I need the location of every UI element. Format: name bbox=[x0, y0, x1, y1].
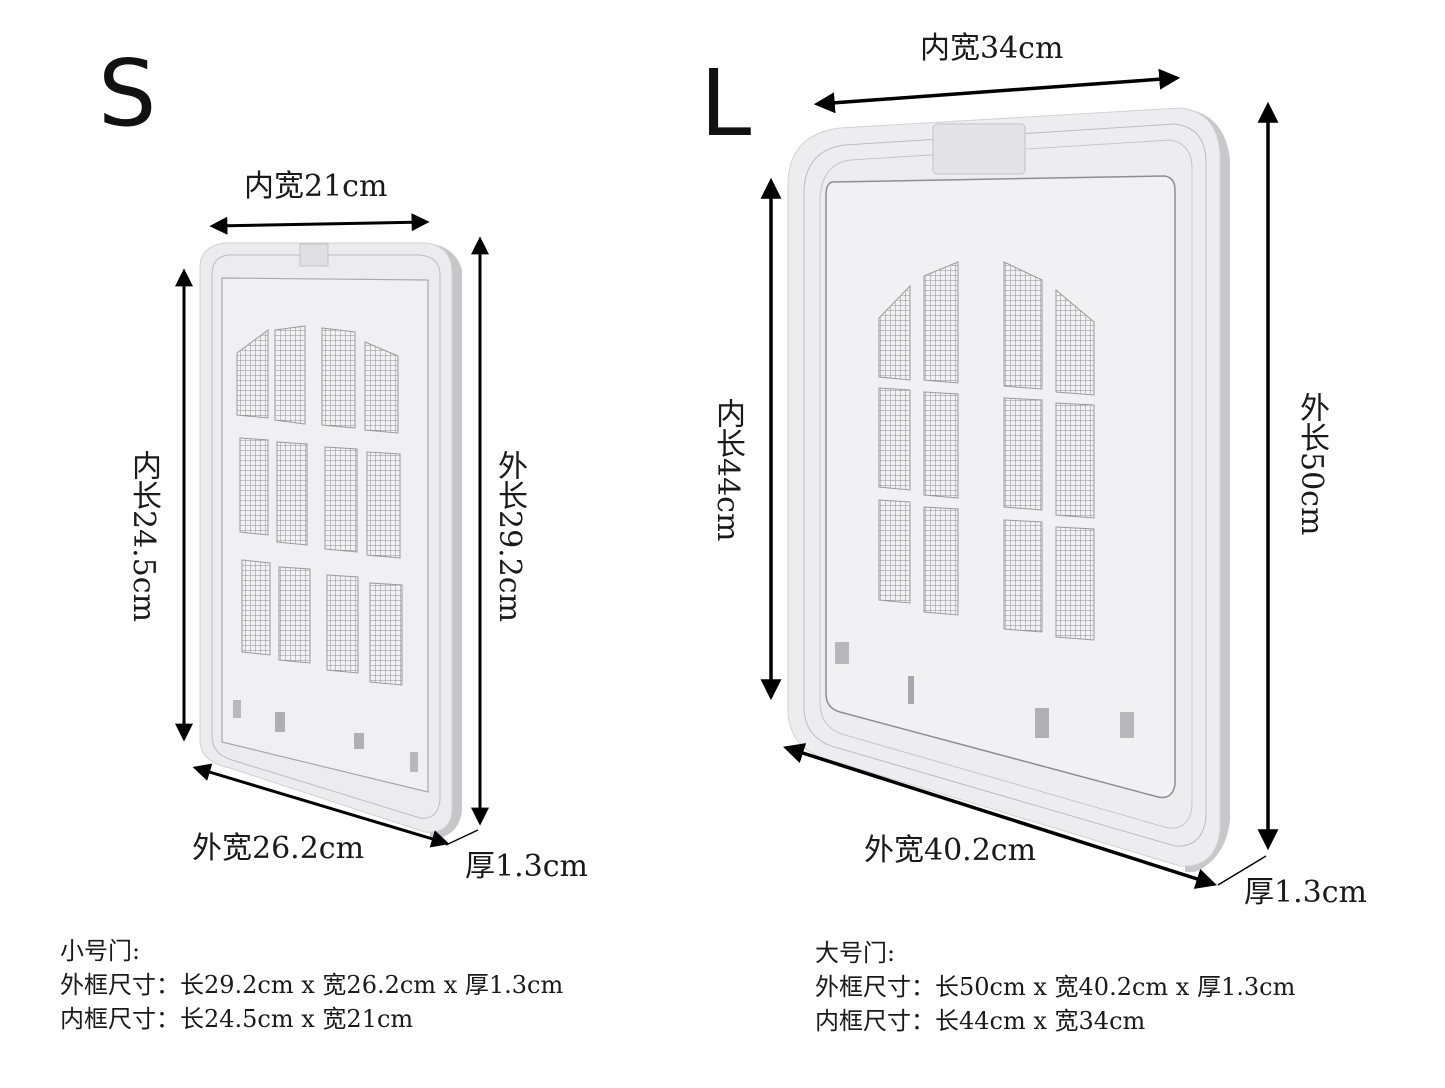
large-inner-width-label: 内宽34cm bbox=[920, 31, 1064, 66]
large-spec-block: 大号门: 外框尺寸：长50cm x 宽40.2cm x 厚1.3cm 内框尺寸：… bbox=[815, 936, 1295, 1038]
large-door-diagram bbox=[760, 68, 1279, 889]
small-thickness-label: 厚1.3cm bbox=[465, 849, 588, 884]
large-spec-inner: 内框尺寸：长44cm x 宽34cm bbox=[815, 1007, 1146, 1035]
size-letter-small: S bbox=[98, 40, 157, 147]
large-door-illustration bbox=[760, 68, 1279, 889]
small-spec-title: 小号门: bbox=[60, 937, 141, 965]
small-outer-width-label: 外宽26.2cm bbox=[192, 831, 365, 866]
small-spec-block: 小号门: 外框尺寸：长29.2cm x 宽26.2cm x 厚1.3cm 内框尺… bbox=[60, 934, 563, 1036]
small-spec-inner: 内框尺寸：长24.5cm x 宽21cm bbox=[60, 1005, 414, 1033]
small-spec-outer: 外框尺寸：长29.2cm x 宽26.2cm x 厚1.3cm bbox=[60, 971, 564, 999]
large-outer-width-label: 外宽40.2cm bbox=[864, 833, 1037, 868]
large-spec-outer: 外框尺寸：长50cm x 宽40.2cm x 厚1.3cm bbox=[815, 973, 1296, 1001]
large-spec-title: 大号门: bbox=[815, 939, 896, 967]
small-outer-length-label: 外长29.2cm bbox=[492, 450, 527, 623]
small-inner-width-label: 内宽21cm bbox=[244, 169, 388, 204]
size-letter-large: L bbox=[700, 50, 752, 157]
large-outer-length-label: 外长50cm bbox=[1294, 392, 1329, 536]
small-door-diagram bbox=[0, 0, 720, 900]
large-thickness-label: 厚1.3cm bbox=[1244, 875, 1367, 910]
small-door-illustration bbox=[175, 213, 489, 848]
small-inner-length-label: 内长24.5cm bbox=[126, 450, 161, 623]
large-inner-length-label: 内长44cm bbox=[710, 398, 745, 542]
